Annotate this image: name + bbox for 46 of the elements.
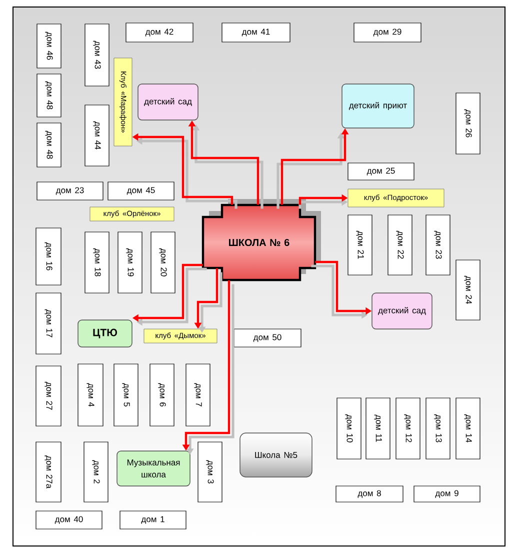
house-box: дом 27	[36, 366, 62, 426]
house-box: дом 20	[150, 232, 176, 294]
house-box: дом 2	[84, 442, 108, 502]
house-box: дом 3	[198, 442, 222, 502]
house-box: дом 44	[84, 104, 110, 166]
house-box: дом 43	[84, 24, 110, 86]
house-box: дом 9	[414, 486, 480, 502]
house-box: дом 8	[336, 486, 404, 502]
house-box: дом 5	[114, 364, 138, 426]
facility-box: ЦТЮ	[78, 320, 132, 348]
house-box: дом 48	[36, 74, 62, 118]
house-box: дом 40	[36, 510, 102, 530]
house-box: дом 17	[36, 292, 62, 354]
house-box: дом 42	[126, 22, 194, 42]
house-box: дом 25	[348, 162, 414, 180]
kindergarten-box: детский сад	[138, 84, 198, 120]
house-box: дом 29	[354, 22, 422, 42]
house-box: дом 19	[118, 232, 142, 294]
house-box: дом 23	[36, 182, 104, 200]
house-box: дом 23	[426, 214, 450, 276]
house-box: дом 41	[222, 22, 290, 42]
house-box: дом 48	[36, 122, 62, 168]
house-box: дом 45	[108, 182, 174, 200]
house-box: дом 22	[388, 214, 412, 276]
house-box: дом 6	[150, 364, 174, 426]
house-box: дом 18	[84, 232, 110, 294]
house-box: дом 46	[36, 24, 62, 68]
house-box: дом 12	[396, 398, 420, 460]
facility-box: Музыкальная школа	[116, 450, 190, 486]
house-box: дом 14	[456, 398, 480, 460]
school-box: Школа №5	[240, 432, 312, 478]
house-box: дом 10	[336, 398, 362, 460]
kindergarten-box: детский сад	[372, 292, 432, 330]
house-box: дом 27а	[36, 442, 62, 502]
house-box: дом 11	[366, 398, 390, 460]
house-box: дом 1	[120, 510, 186, 530]
house-box: дом 50	[234, 328, 302, 348]
house-box: дом 13	[426, 398, 450, 460]
house-box: дом 4	[78, 364, 104, 426]
house-box: дом 24	[456, 260, 480, 320]
house-box: дом 7	[186, 364, 210, 426]
school-cross: ШКОЛА № 6	[202, 199, 321, 282]
shelter-box: детский приют	[342, 84, 414, 128]
house-box: дом 21	[348, 214, 372, 276]
house-box: дом 26	[456, 92, 480, 154]
house-box: дом 16	[36, 228, 62, 286]
